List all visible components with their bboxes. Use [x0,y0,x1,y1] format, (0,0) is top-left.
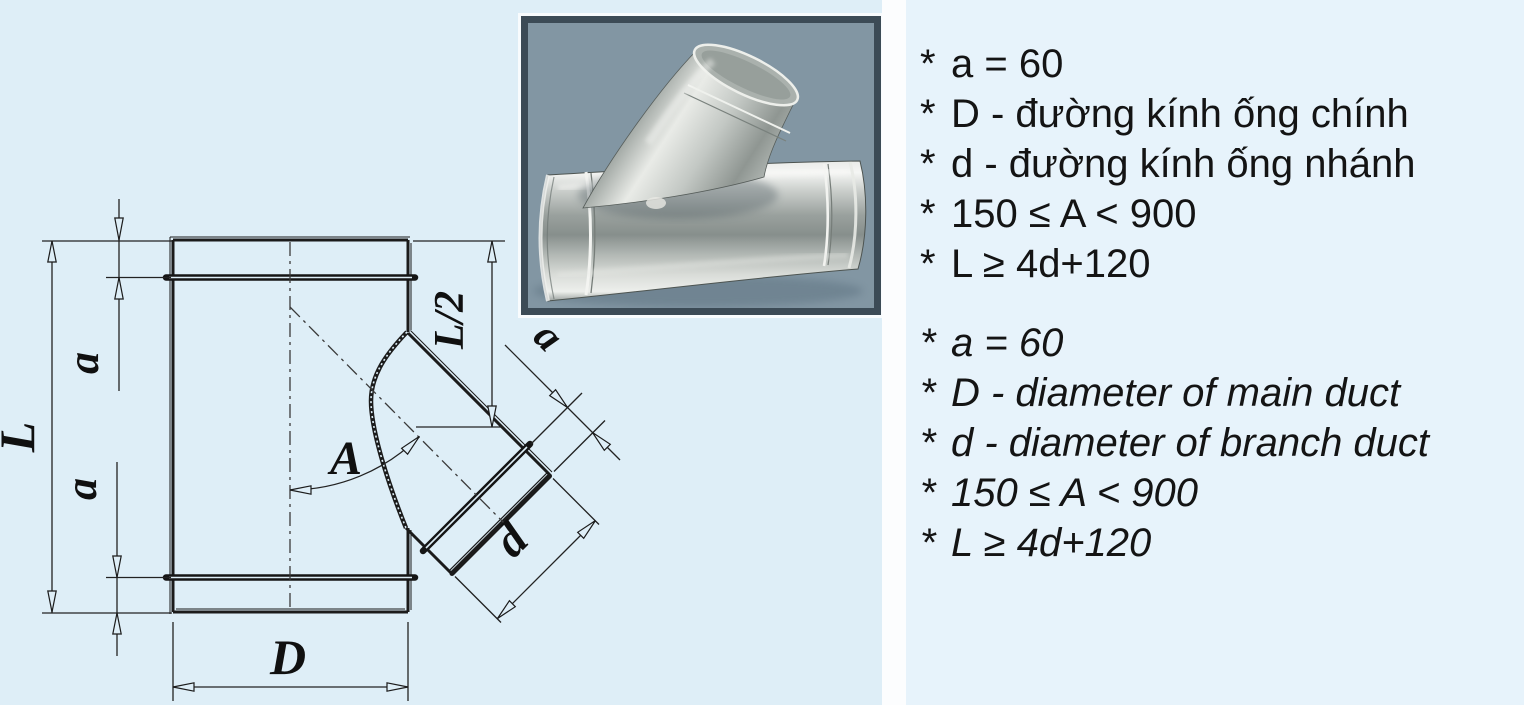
specs-vietnamese: * a = 60 * D - đường kính ống chính * d … [920,39,1524,289]
spec-text: a = 60 [951,320,1064,365]
technical-drawing: L a a D L/2 a d A [0,199,621,701]
spec-text: 150 ≤ A < 900 [951,191,1197,236]
spec-text: a = 60 [951,41,1064,86]
spec-text: L ≥ 4d+120 [951,241,1151,286]
specs-english: * a = 60 * D - diameter of main duct * d… [920,318,1524,568]
panel-divider [882,0,906,705]
saddle-seam [368,330,409,529]
label-a-bottom: a [57,478,106,500]
spec-line: * D - đường kính ống chính [920,89,1524,139]
spec-line: * d - đường kính ống nhánh [920,139,1524,189]
bullet: * [920,420,936,465]
spec-text: D - đường kính ống chính [951,91,1409,136]
spec-text: D - diameter of main duct [951,370,1401,415]
spec-line: * L ≥ 4d+120 [920,239,1524,289]
bullet: * [920,470,936,515]
spec-text: d - đường kính ống nhánh [951,141,1416,186]
branch-photo [582,43,800,209]
spec-text: d - diameter of branch duct [951,420,1430,465]
label-d: d [484,512,539,567]
spec-text: L ≥ 4d+120 [951,520,1152,565]
spec-line: * 150 ≤ A < 900 [920,189,1524,239]
bullet: * [920,141,936,186]
spec-text: 150 ≤ A < 900 [951,470,1198,515]
branch-axis [289,306,509,528]
branch-duct [404,330,553,576]
bullet: * [920,41,936,86]
label-L: L [0,422,45,454]
spec-line: * d - diameter of branch duct [920,418,1524,468]
bullet: * [920,241,936,286]
bullet: * [920,191,936,236]
spec-line: * a = 60 [920,318,1524,368]
bullet: * [920,520,936,565]
label-D: D [269,629,306,685]
label-a-branch: a [525,313,572,360]
spec-line: * a = 60 [920,39,1524,89]
bullet: * [920,91,936,136]
branch-bead [419,440,534,555]
dim-d [497,520,596,619]
label-A: A [327,432,362,485]
spec-line: * 150 ≤ A < 900 [920,468,1524,518]
product-photo [521,16,881,315]
label-a-top: a [59,352,108,374]
dimension-arrows [47,217,612,692]
photo-illustration [528,23,874,308]
bullet: * [920,370,936,415]
main-duct [169,236,412,614]
bullet: * [920,320,936,365]
specs-panel: * a = 60 * D - đường kính ống chính * d … [906,0,1524,705]
spec-line: * D - diameter of main duct [920,368,1524,418]
spec-line: * L ≥ 4d+120 [920,518,1524,568]
label-L2: L/2 [427,291,473,350]
